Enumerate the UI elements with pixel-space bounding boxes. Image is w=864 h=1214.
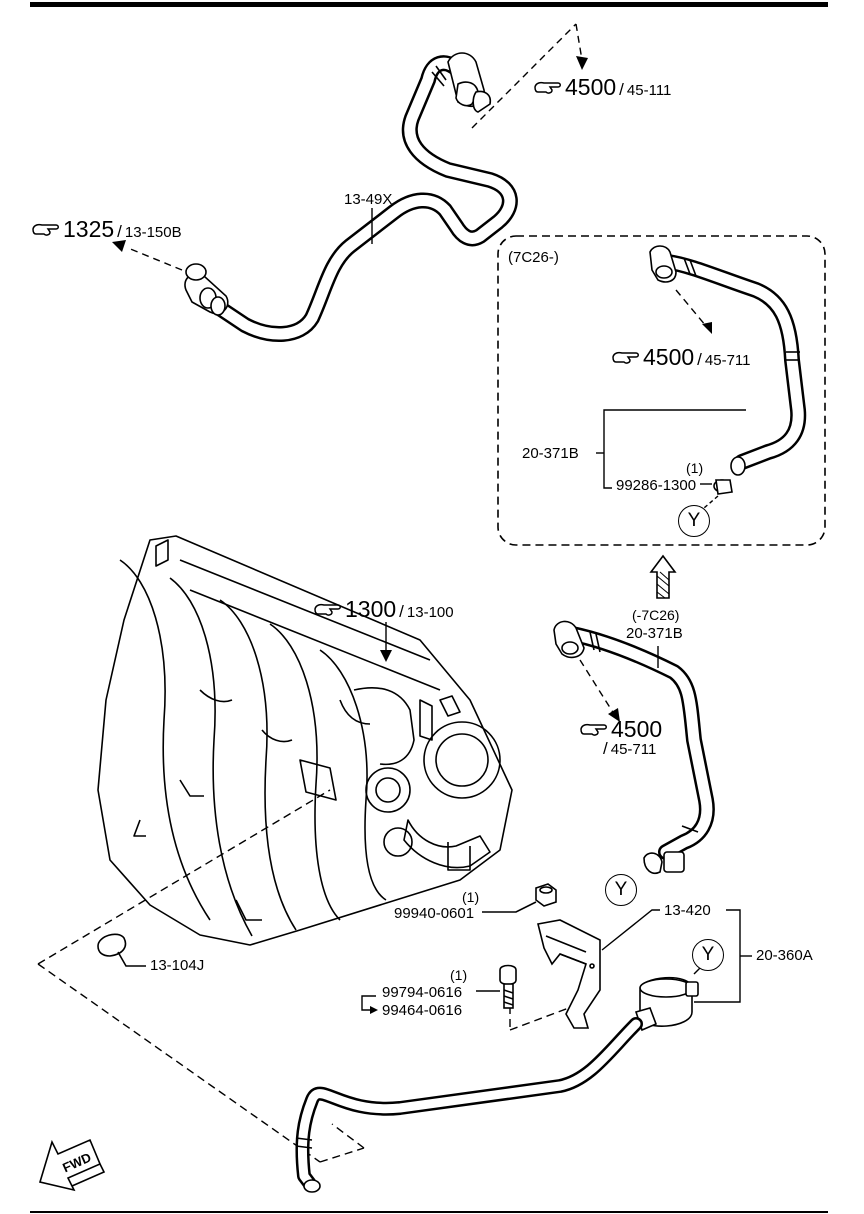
part-99464-0616[interactable]: 99464-0616 bbox=[382, 1002, 463, 1019]
arrow-head bbox=[380, 650, 392, 662]
part-20-360a[interactable]: 20-360A bbox=[756, 947, 813, 964]
ref-1325-13-150b[interactable]: 1325/13-150B bbox=[32, 218, 182, 241]
bracket-13-420 bbox=[537, 919, 601, 1029]
valve-20-360a bbox=[634, 976, 699, 1032]
mid-hose bbox=[564, 626, 715, 860]
inset-box bbox=[497, 235, 826, 546]
ref-separator: / bbox=[399, 602, 404, 621]
ref-page: 45-711 bbox=[610, 741, 657, 758]
ref-1300-13-100[interactable]: 1300/13-100 bbox=[314, 598, 454, 621]
ref-separator: / bbox=[619, 80, 624, 99]
pointing-hand-icon bbox=[612, 351, 639, 364]
inset-hose-fittings bbox=[649, 245, 800, 495]
inset-code: (7C26-) bbox=[508, 249, 559, 266]
ref-separator: / bbox=[117, 222, 122, 241]
leader-13-420 bbox=[601, 909, 660, 951]
ref-page: 45-111 bbox=[626, 82, 672, 99]
ref-4500-45-711-mid[interactable]: 4500 bbox=[580, 718, 662, 741]
part-99286-1300[interactable]: 99286-1300 bbox=[616, 477, 697, 494]
part-20-371b-mid[interactable]: 20-371B bbox=[626, 625, 683, 642]
ref-separator: / bbox=[697, 350, 702, 369]
pointing-hand-icon bbox=[534, 81, 561, 94]
plug-13-104j bbox=[97, 933, 146, 967]
hose-end-fitting-top bbox=[431, 52, 492, 113]
ref-separator: / bbox=[603, 739, 608, 758]
hose-13-49x bbox=[207, 55, 518, 342]
arrow-head bbox=[112, 240, 126, 252]
pointing-hand-icon bbox=[314, 603, 341, 616]
marker-y-inset: Y bbox=[678, 505, 710, 537]
ref-4500-45-711-inset[interactable]: 4500/45-711 bbox=[612, 346, 751, 369]
ref-number: 1325 bbox=[63, 216, 115, 242]
lower-hose bbox=[295, 1017, 643, 1191]
ref-number: 4500 bbox=[611, 716, 663, 742]
arrow-head bbox=[608, 708, 620, 722]
inset-hose bbox=[660, 254, 807, 470]
ref-number: 1300 bbox=[345, 596, 397, 622]
arrow-head bbox=[702, 322, 712, 334]
transition-arrow bbox=[649, 554, 677, 599]
ref-page: 13-150B bbox=[124, 224, 182, 241]
nut-99940-0601 bbox=[482, 883, 557, 913]
pointing-hand-icon bbox=[32, 223, 59, 236]
ref-page-45-711-mid: /45-711 bbox=[600, 740, 656, 757]
lower-hose-end bbox=[295, 1137, 321, 1193]
intake-manifold-illustration bbox=[97, 535, 513, 946]
top-border bbox=[30, 2, 828, 7]
bolt-bracket-line bbox=[361, 990, 500, 1014]
part-99794-0616[interactable]: 99794-0616 bbox=[382, 984, 463, 1001]
inset-leaders bbox=[596, 289, 746, 509]
fwd-arrow bbox=[38, 1138, 106, 1192]
ref-page: 45-711 bbox=[704, 352, 751, 369]
qty-nut: (1) bbox=[462, 889, 480, 905]
part-13-104j[interactable]: 13-104J bbox=[150, 957, 205, 974]
bolt-99794-0616 bbox=[499, 964, 517, 1009]
part-13-49x[interactable]: 13-49X bbox=[344, 191, 393, 208]
marker-y-valve: Y bbox=[692, 939, 724, 971]
ref-number: 4500 bbox=[643, 344, 695, 370]
arrow-head bbox=[576, 56, 588, 70]
part-13-420[interactable]: 13-420 bbox=[664, 902, 711, 919]
part-99940-0601[interactable]: 99940-0601 bbox=[394, 905, 475, 922]
mid-leaders bbox=[579, 646, 659, 715]
pointing-hand-icon bbox=[580, 723, 607, 736]
hose-end-fitting-left bbox=[184, 263, 229, 316]
leaders-top bbox=[127, 23, 583, 271]
marker-y-mid: Y bbox=[605, 874, 637, 906]
mid-code: (-7C26) bbox=[632, 607, 680, 623]
ref-4500-45-111[interactable]: 4500/45-111 bbox=[534, 76, 671, 99]
qty-inset-clamp: (1) bbox=[686, 460, 704, 476]
mid-hose-fittings bbox=[553, 620, 699, 874]
ref-page: 13-100 bbox=[406, 604, 454, 621]
ref-number: 4500 bbox=[565, 74, 617, 100]
qty-bolt: (1) bbox=[450, 967, 468, 983]
part-20-371b-inset[interactable]: 20-371B bbox=[522, 445, 579, 462]
